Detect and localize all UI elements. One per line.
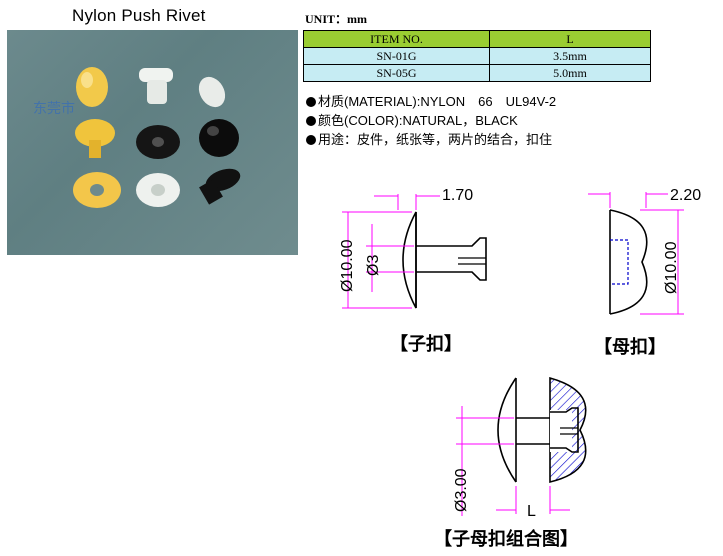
male-caption: 【子扣】 xyxy=(390,334,462,355)
cell-l: 3.5mm xyxy=(489,47,651,65)
material-text: 材质(MATERIAL):NYLON 66 UL94V-2 xyxy=(318,94,557,109)
female-rivet-drawing xyxy=(609,209,648,315)
bullet-icon xyxy=(306,135,316,145)
male-rivet-drawing xyxy=(402,211,487,309)
color-line: 颜色(COLOR):NATURAL，BLACK xyxy=(306,110,518,129)
combo-dim-side: Ø3.00 xyxy=(453,468,470,512)
color-text: 颜色(COLOR):NATURAL，BLACK xyxy=(318,113,518,128)
rivet-photo-illustration: 东莞市 xyxy=(33,67,241,208)
combo-caption: 【子母扣组合图】 xyxy=(434,529,578,550)
material-line: 材质(MATERIAL):NYLON 66 UL94V-2 xyxy=(306,91,556,110)
page-title: Nylon Push Rivet xyxy=(72,6,206,25)
table-header-row: ITEM NO. L xyxy=(303,30,651,48)
combo-dim-L: L xyxy=(527,503,536,520)
spec-table: ITEM NO. L SN-01G 3.5mm SN-05G 5.0mm xyxy=(303,30,651,82)
bullet-icon xyxy=(306,116,316,126)
female-dimensions xyxy=(588,192,684,315)
combo-dimensions xyxy=(456,406,570,516)
cell-l: 5.0mm xyxy=(489,64,651,82)
cell-item: SN-05G xyxy=(303,64,490,82)
female-caption: 【母扣】 xyxy=(594,337,666,358)
table-row: SN-05G 5.0mm xyxy=(303,64,651,82)
combo-rivet-drawing xyxy=(497,376,587,484)
male-dim-outer: Ø10.00 xyxy=(339,239,356,292)
male-dim-inner: Ø3 xyxy=(365,255,382,276)
male-dimensions xyxy=(342,194,440,309)
male-dim-top: 1.70 xyxy=(442,187,473,204)
female-dim-outer: Ø10.00 xyxy=(663,241,680,294)
female-dim-top: 2.20 xyxy=(670,187,701,204)
usage-line: 用途：皮件，纸张等，两片的结合，扣住 xyxy=(306,129,552,148)
unit-label: UNIT：mm xyxy=(305,12,367,26)
header-l: L xyxy=(489,30,651,48)
table-row: SN-01G 3.5mm xyxy=(303,47,651,65)
usage-text: 用途：皮件，纸张等，两片的结合，扣住 xyxy=(318,132,553,147)
photo-watermark: 东莞市 xyxy=(33,100,75,117)
bullet-icon xyxy=(306,97,316,107)
product-photo: 东莞市 xyxy=(7,30,298,255)
